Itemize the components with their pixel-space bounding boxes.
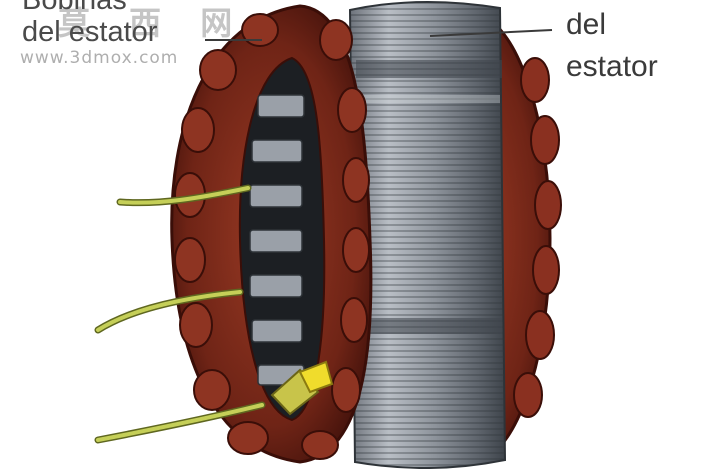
label-stator-coils-line1: Bobinas (22, 0, 127, 16)
stator-core (348, 0, 507, 470)
label-stator-coils-line2: del estator (22, 16, 158, 48)
callout-lines (205, 29, 553, 41)
watermark-url: www.3dmox.com (20, 48, 179, 68)
winding-end-turns-front (170, 4, 373, 464)
label-stator-core-line1: del (566, 8, 607, 41)
callout-line-right (429, 29, 553, 37)
lead-wires (94, 184, 266, 444)
label-stator-core-line2: estator (566, 50, 658, 83)
insulating-sleeve (270, 360, 334, 416)
watermark-title: 莫 西 网 (58, 4, 247, 42)
